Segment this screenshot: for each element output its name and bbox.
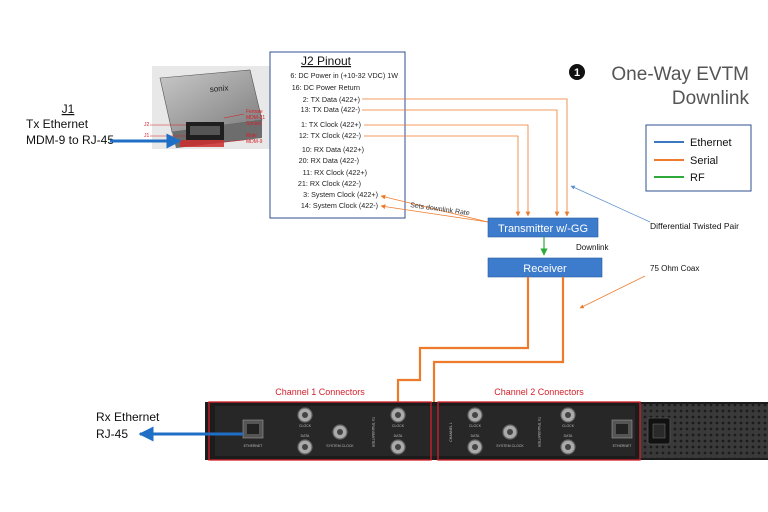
system-clock-label: SYSTEM CLOCK — [496, 444, 524, 448]
tx-data-plus-wire — [362, 98, 570, 217]
receiver-box — [487, 257, 603, 278]
bnc-data-label: DATA — [564, 434, 573, 438]
photo-j1-label: J1 — [144, 133, 150, 139]
device-brand: sonix — [209, 83, 228, 94]
channel-2-outline — [437, 401, 641, 461]
photo-female-label: Female — [246, 109, 263, 115]
bnc-data-label: DATA — [301, 434, 310, 438]
pinout-row: 1: TX Clock (422+) — [301, 120, 361, 129]
title-line-2: Downlink — [672, 88, 750, 109]
tx-data-minus-wire — [362, 109, 560, 217]
coax-note: 75 Ohm Coax — [650, 264, 699, 273]
ethernet-port-label: ETHERNET — [613, 444, 633, 448]
legend-ethernet-label: Ethernet — [690, 137, 732, 149]
pinout-row: 2: TX Data (422+) — [303, 95, 360, 104]
serial-wiring — [362, 98, 570, 223]
rx-line-2: RJ-45 — [96, 427, 128, 441]
pinout-row: 21: RX Clock (422-) — [298, 179, 361, 188]
pinout-heading: J2 Pinout — [301, 54, 352, 68]
ethernet-port-label: ETHERNET — [244, 444, 264, 448]
photo-male-label: Male — [246, 133, 257, 139]
j1-heading: J1 — [62, 102, 75, 116]
bnc-clock-label: CLOCK — [562, 424, 575, 428]
pinout-row: 12: TX Clock (422-) — [299, 131, 361, 140]
transmitter-vertical-label: TX TRANSMITTER — [371, 417, 375, 448]
channel-1-label: Channel 1 Connectors — [275, 387, 365, 397]
differential-pointer — [570, 185, 651, 223]
pinout-row: 16: DC Power Return — [292, 83, 360, 92]
pinout-row: 3: System Clock (422+) — [303, 190, 378, 199]
channel-2-label: Channel 2 Connectors — [494, 387, 584, 397]
title-block: 1 One-Way EVTM Downlink — [569, 64, 749, 109]
coax-pointer — [579, 275, 646, 309]
step-number-badge — [569, 64, 585, 80]
differential-note: Differential Twisted Pair — [650, 221, 739, 231]
step-number: 1 — [574, 67, 580, 79]
title-line-1: One-Way EVTM — [611, 64, 749, 85]
channel-1-outline — [208, 401, 432, 461]
transmitter-block: Transmitter w/-GG — [487, 217, 599, 238]
j1-line-2: MDM-9 to RJ-45 — [26, 133, 114, 147]
legend: Ethernet Serial RF — [645, 124, 752, 192]
channel-vertical-label: CHANNEL 1 — [449, 422, 453, 442]
pinout-border — [269, 51, 406, 219]
photo-socket-label: Socket — [246, 121, 262, 127]
j1-label-group: J1 Tx Ethernet MDM-9 to RJ-45 — [26, 102, 114, 147]
bnc-clock-label: CLOCK — [299, 424, 312, 428]
coax-cable-clock — [396, 277, 530, 410]
photo-mdm9-label: MDM-9 — [246, 139, 263, 145]
pinout-row: 11: RX Clock (422+) — [303, 168, 367, 177]
channel-1-panel: Channel 1 Connectors ETHERNET CLOCK DATA… — [208, 387, 432, 461]
connector-red-band — [180, 140, 224, 147]
system-clock-label: SYSTEM CLOCK — [326, 444, 354, 448]
receiver-block: Receiver — [487, 257, 603, 278]
rack-unit — [205, 402, 768, 460]
downlink-note: Downlink — [576, 243, 609, 252]
photo-j2-label: J2 — [144, 122, 150, 128]
legend-rf-label: RF — [690, 172, 705, 184]
pinout-row: 10: RX Data (422+) — [302, 145, 364, 154]
transmitter-box — [487, 217, 599, 238]
tx-device-photo: sonix J2 J1 Female MDM-21 Socket Male MD… — [144, 66, 270, 149]
tx-clock-minus-wire — [364, 135, 521, 217]
pinout-row: 20: RX Data (422-) — [299, 156, 359, 165]
bnc-clock-label: CLOCK — [392, 424, 405, 428]
mdm-connector-pins — [190, 126, 220, 135]
pinout-row: 6: DC Power in (+10-32 VDC) 1W — [290, 71, 398, 80]
photo-mdm21-label: MDM-21 — [246, 115, 265, 121]
bnc-clock-label: CLOCK — [469, 424, 482, 428]
pinout-row: 14: System Clock (422-) — [301, 201, 378, 210]
system-clock-plus-wire — [380, 194, 489, 223]
legend-border — [645, 124, 752, 192]
system-clock-minus-wire — [380, 204, 489, 223]
pinout-row: 13: TX Data (422-) — [301, 105, 360, 114]
bnc-data-label: DATA — [471, 434, 480, 438]
rx-line-1: Rx Ethernet — [96, 410, 160, 424]
transmitter-label: Transmitter w/-GG — [498, 223, 588, 235]
j1-line-1: Tx Ethernet — [26, 117, 89, 131]
receiver-label: Receiver — [523, 263, 567, 275]
channel-2-panel: Channel 2 Connectors CHANNEL 1 CLOCK DAT… — [437, 387, 641, 461]
bnc-data-label: DATA — [394, 434, 403, 438]
transmitter-vertical-label: TX TRANSMITTER — [537, 417, 541, 448]
j2-pinout-box: J2 Pinout 6: DC Power in (+10-32 VDC) 1W… — [269, 51, 406, 219]
tx-clock-plus-wire — [364, 124, 531, 217]
legend-serial-label: Serial — [690, 155, 718, 167]
